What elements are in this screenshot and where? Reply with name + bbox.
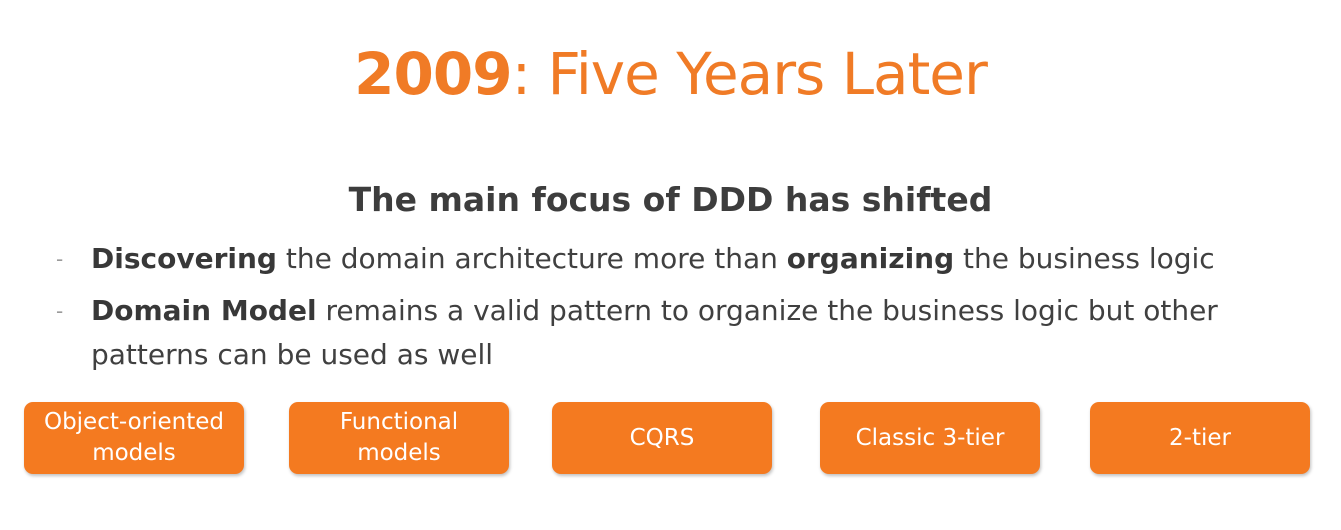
bullet-bold-discovering: Discovering [91, 242, 277, 275]
pattern-box-functional: Functional models [289, 402, 509, 474]
bullet-list: - Discovering the domain architecture mor… [56, 237, 1306, 385]
bullet-dash: - [56, 247, 64, 271]
bullet-text: the domain architecture more than [276, 242, 787, 275]
slide-title: 2009: Five Years Later [0, 38, 1341, 110]
slide-subtitle: The main focus of DDD has shifted [348, 180, 993, 219]
bullet-item-domain-model: - Domain Model remains a valid pattern to… [56, 289, 1306, 377]
bullet-bold-organizing: organizing [786, 242, 955, 275]
bullet-text: the business logic [954, 242, 1215, 275]
bullet-dash: - [56, 299, 64, 323]
bullet-bold-domain-model: Domain Model [91, 294, 317, 327]
title-year: 2009 [354, 40, 512, 108]
bullet-text: remains a valid pattern to organize the … [91, 294, 1218, 371]
title-rest: : Five Years Later [511, 40, 988, 108]
pattern-boxes: Object-oriented models Functional models… [24, 402, 1314, 476]
bullet-item-discovering: - Discovering the domain architecture mor… [56, 237, 1306, 281]
pattern-box-classic-3-tier: Classic 3-tier [820, 402, 1040, 474]
pattern-box-cqrs: CQRS [552, 402, 772, 474]
pattern-box-object-oriented: Object-oriented models [24, 402, 244, 474]
pattern-box-2-tier: 2-tier [1090, 402, 1310, 474]
